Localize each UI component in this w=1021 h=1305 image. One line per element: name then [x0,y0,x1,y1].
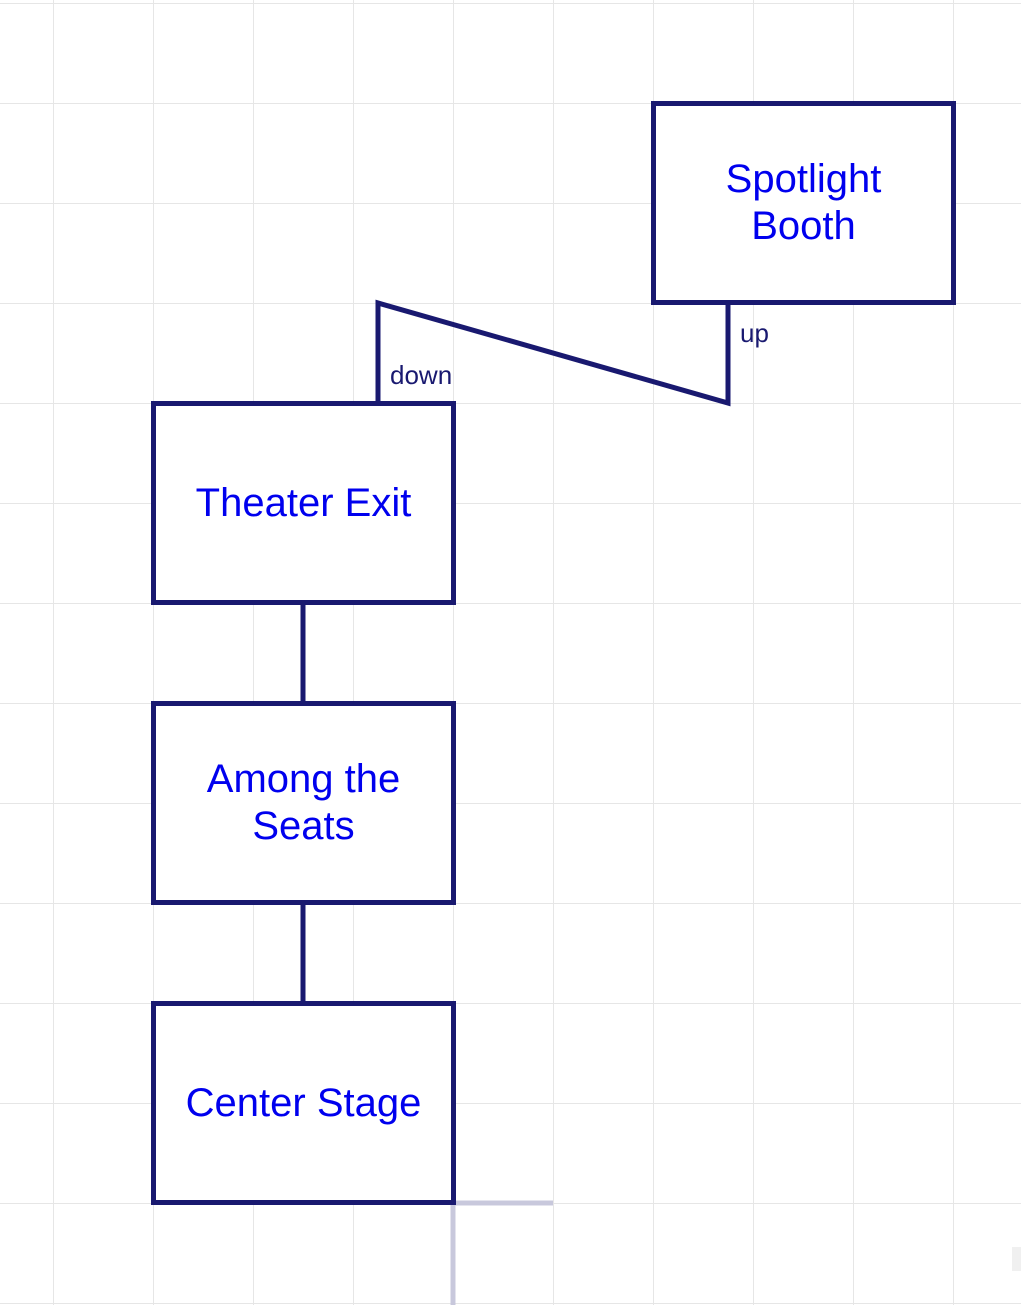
connector-theater-exit-to-spotlight-booth [375,299,731,407]
room-label-among-the-seats: Among the Seats [206,757,401,848]
exit-label-up: up [740,318,769,348]
ghost-connector-stub [450,1200,553,1305]
exit-label-down: down [390,360,453,390]
edge-marker [1012,1247,1021,1271]
room-label-spotlight-booth: Spotlight Booth [725,157,882,248]
room-spotlight-booth[interactable]: Spotlight Booth [651,101,956,305]
room-label-center-stage: Center Stage [185,1080,422,1125]
room-label-theater-exit: Theater Exit [195,480,412,525]
room-theater-exit[interactable]: Theater Exit [151,401,456,605]
room-among-the-seats[interactable]: Among the Seats [151,701,456,905]
room-center-stage[interactable]: Center Stage [151,1001,456,1205]
